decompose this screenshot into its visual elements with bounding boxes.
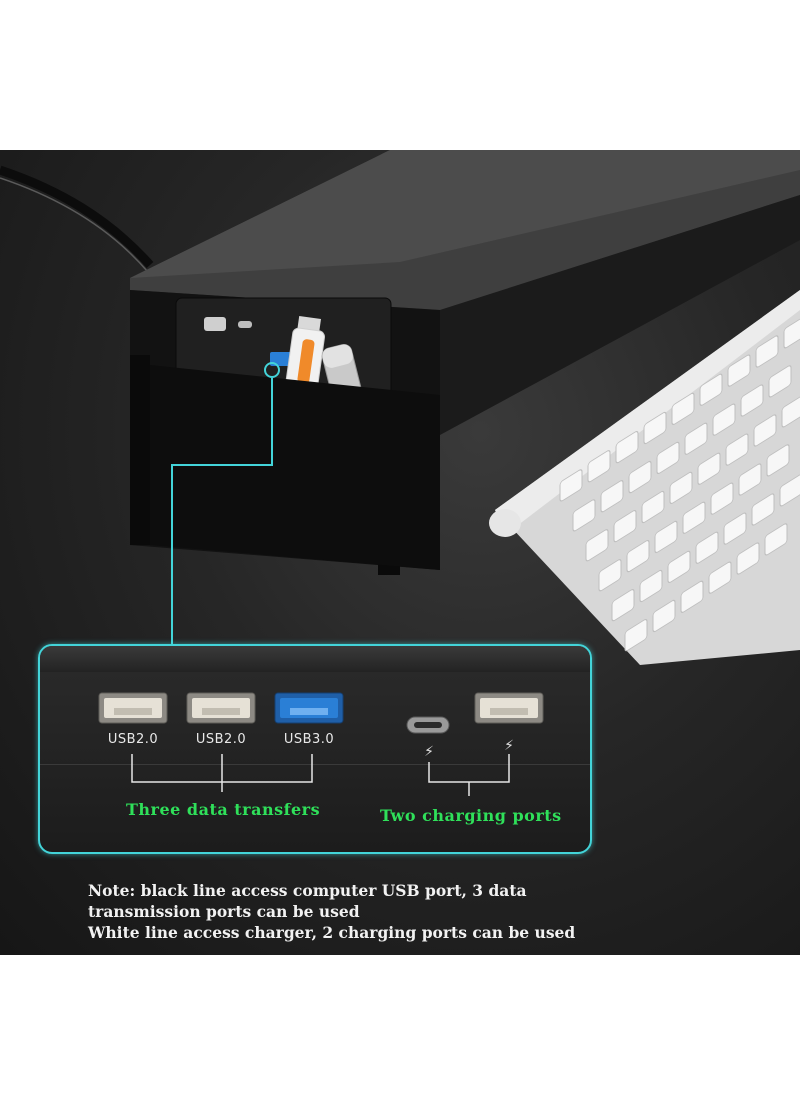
keyboard-key xyxy=(680,580,704,613)
keyboard-key xyxy=(682,501,706,534)
keyboard-keys xyxy=(559,316,800,652)
keyboard-key xyxy=(723,512,747,545)
note-line-2: transmission ports can be used xyxy=(88,902,360,921)
charging-bolt-2-icon: ⚡ xyxy=(504,738,514,754)
cable-highlight xyxy=(0,177,149,273)
keyboard-key xyxy=(727,354,751,387)
keyboard-key xyxy=(667,550,691,583)
keyboard-key xyxy=(656,441,680,475)
keyboard-key xyxy=(697,452,721,485)
keyboard-key xyxy=(699,373,723,406)
usb-c-port-icon xyxy=(406,716,450,738)
keyboard-key xyxy=(628,460,652,494)
orange-flash-drive-icon xyxy=(285,315,325,393)
charging-bolt-1-icon: ⚡ xyxy=(424,744,434,760)
keyboard-key xyxy=(585,529,609,562)
keyboard-key xyxy=(755,335,779,368)
usb2-port-1-label: USB2.0 xyxy=(107,732,159,747)
data-transfers-label: Three data transfers xyxy=(126,800,321,819)
monitor-stand-scene xyxy=(0,150,800,665)
keyboard-key xyxy=(639,569,663,603)
usb-c-icon xyxy=(406,716,450,734)
keyboard-key xyxy=(613,510,637,543)
keyboard-key xyxy=(736,542,760,575)
keyboard-key xyxy=(671,392,695,425)
usage-note: Note: black line access computer USB por… xyxy=(88,880,575,943)
keyboard-key xyxy=(768,365,792,398)
usb3-port-label: USB3.0 xyxy=(283,732,335,747)
power-cable xyxy=(0,165,154,268)
keyboard-key xyxy=(624,618,648,652)
keyboard-key xyxy=(572,499,596,532)
callout-connector-line xyxy=(171,378,273,644)
usb-a-icon xyxy=(186,692,256,724)
charging-ports-label: Two charging ports xyxy=(380,806,562,825)
usb-a-icon xyxy=(98,692,168,724)
product-photo: USB2.0 USB2.0 USB3.0 ⚡ xyxy=(0,150,800,955)
stand-left-leg xyxy=(130,355,150,545)
keyboard-key xyxy=(764,523,788,556)
keyboard-key xyxy=(652,599,676,633)
keyboard-key xyxy=(695,531,719,564)
keyboard-key xyxy=(684,422,708,455)
keyboard-key xyxy=(766,444,790,477)
keyboard-key xyxy=(611,589,635,622)
usb3-port-icon xyxy=(274,692,344,728)
keyboard-key xyxy=(738,463,762,496)
usb-a-icon xyxy=(474,692,544,724)
keyboard-key xyxy=(643,411,667,445)
note-line-1: Note: black line access computer USB por… xyxy=(88,881,527,900)
keyboard-key xyxy=(615,431,639,464)
usb-a-icon xyxy=(274,692,344,724)
charging-ports-bracket xyxy=(428,754,510,783)
group-brackets xyxy=(131,754,510,796)
keyboard-key xyxy=(781,395,800,428)
keyboard-key xyxy=(669,471,693,504)
callout-anchor-icon xyxy=(264,362,280,378)
usb-port-small-icon xyxy=(204,317,226,331)
usb2-port-1-icon xyxy=(98,692,168,728)
keyboard-key xyxy=(587,450,611,483)
stand-opening xyxy=(150,365,440,570)
keyboard-key xyxy=(559,469,583,502)
usb2-port-2-label: USB2.0 xyxy=(195,732,247,747)
keyboard-key xyxy=(712,403,736,436)
keyboard-key xyxy=(751,493,775,526)
note-line-3: White line access charger, 2 charging po… xyxy=(88,923,576,942)
callout-divider xyxy=(40,764,590,765)
usb-a-charging-port-icon xyxy=(474,692,544,728)
usb-c-port-small-icon xyxy=(238,321,252,328)
keyboard-key xyxy=(641,490,665,524)
usb2-port-2-icon xyxy=(186,692,256,728)
usb3-port-small-icon xyxy=(270,352,292,366)
stand-side xyxy=(440,195,800,435)
keyboard-key xyxy=(708,561,732,594)
keyboard-key xyxy=(626,539,650,573)
keyboard-key xyxy=(783,316,800,349)
keyboard-key xyxy=(600,480,624,513)
callout-sheen xyxy=(40,646,590,672)
stand-top-sheen xyxy=(130,150,800,278)
keyboard-key xyxy=(725,433,749,466)
keyboard-key xyxy=(779,474,800,507)
keyboard-key xyxy=(654,520,678,554)
keyboard-key xyxy=(710,482,734,515)
ports-callout: USB2.0 USB2.0 USB3.0 ⚡ xyxy=(38,644,592,854)
keyboard-key xyxy=(740,384,764,417)
keyboard-key xyxy=(753,414,777,447)
keyboard-key xyxy=(598,559,622,592)
